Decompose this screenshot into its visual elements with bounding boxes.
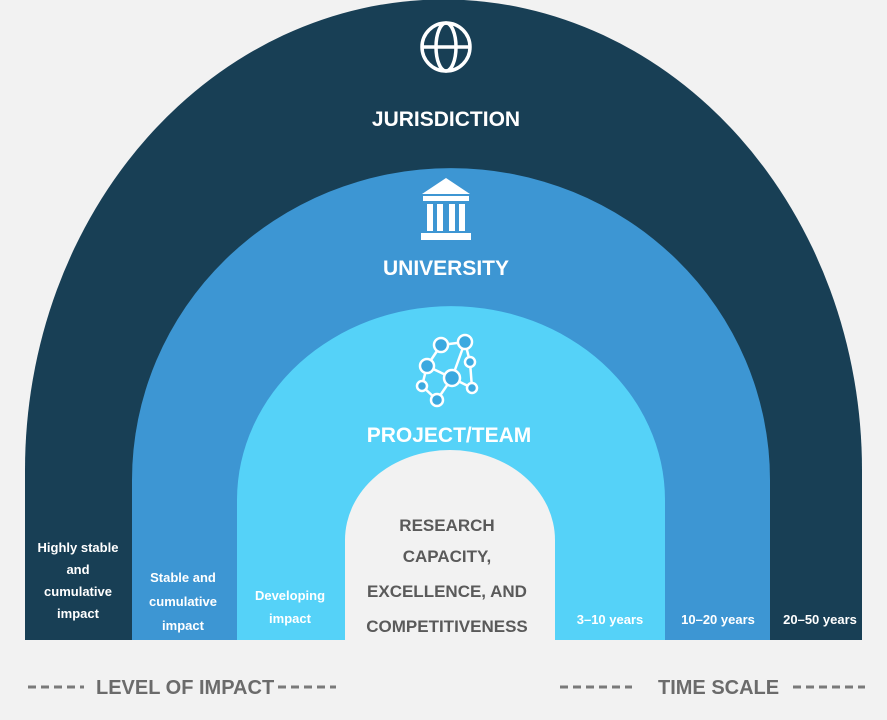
project-title: PROJECT/TEAM xyxy=(367,424,532,447)
jurisdiction-timescale: 20–50 years xyxy=(783,612,857,627)
jurisdiction-impact-line-4: impact xyxy=(57,606,100,621)
jurisdiction-impact-line-3: cumulative xyxy=(44,584,112,599)
jurisdiction-title: JURISDICTION xyxy=(372,108,520,131)
project-impact-line-2: impact xyxy=(269,611,312,626)
jurisdiction-impact-line-1: Highly stable xyxy=(38,540,119,555)
core-line-2: CAPACITY, xyxy=(403,547,491,566)
jurisdiction-impact-line-2: and xyxy=(66,562,89,577)
time-scale-label: TIME SCALE xyxy=(658,677,779,699)
core-line-3: EXCELLENCE, AND xyxy=(367,582,527,601)
university-impact-line-1: Stable and xyxy=(150,570,216,585)
university-title: UNIVERSITY xyxy=(383,257,509,280)
university-impact-line-2: cumulative xyxy=(149,594,217,609)
network-team-icon xyxy=(415,333,479,408)
project-impact-line-1: Developing xyxy=(255,588,325,603)
core-line-1: RESEARCH xyxy=(399,516,494,535)
university-building-icon xyxy=(421,178,471,240)
level-of-impact-label: LEVEL OF IMPACT xyxy=(96,677,274,699)
core-line-4: COMPETITIVENESS xyxy=(366,617,528,636)
core-arc xyxy=(345,450,555,640)
university-timescale: 10–20 years xyxy=(681,612,755,627)
university-impact-line-3: impact xyxy=(162,618,205,633)
project-timescale: 3–10 years xyxy=(577,612,644,627)
globe-icon xyxy=(420,21,472,73)
